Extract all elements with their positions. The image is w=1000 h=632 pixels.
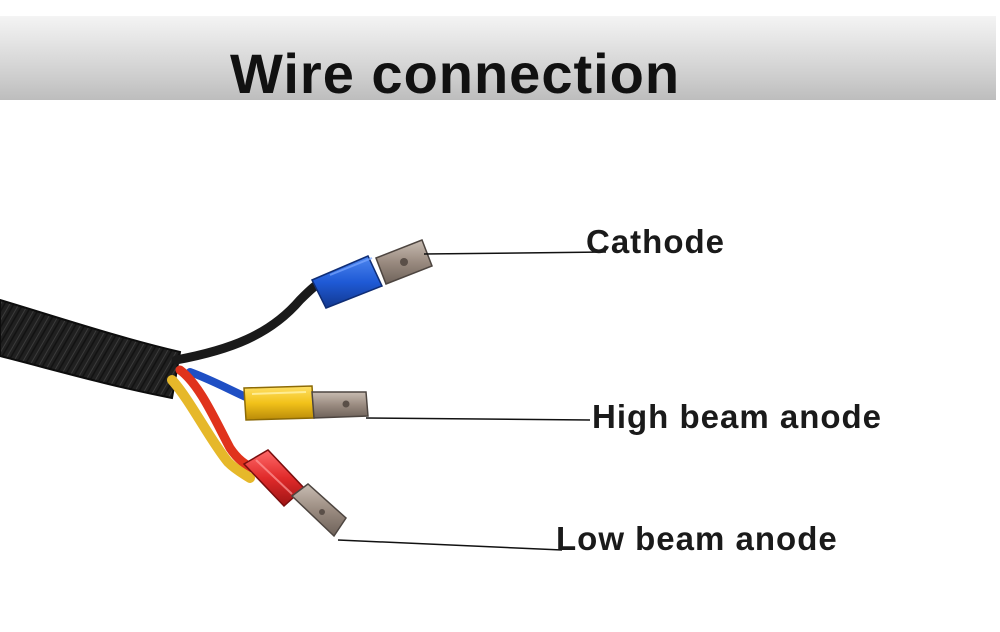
cathode-connector xyxy=(310,239,433,309)
high-beam-anode-label: High beam anode xyxy=(592,398,883,435)
page-title: Wire connection xyxy=(230,42,681,105)
high-beam-connector xyxy=(243,385,369,421)
title-banner: Wire connection xyxy=(0,16,996,105)
yellow-wire xyxy=(167,375,255,483)
low-beam-anode-label: Low beam anode xyxy=(556,520,838,557)
cathode-leader-line xyxy=(423,251,607,255)
blue-wire xyxy=(186,368,252,402)
cable-sleeve xyxy=(0,298,182,400)
cathode-label: Cathode xyxy=(586,223,725,260)
low-beam-connector xyxy=(242,449,347,538)
low-beam-leader-line xyxy=(337,539,563,551)
black-wire xyxy=(171,277,327,365)
high-beam-leader-line xyxy=(365,417,591,421)
